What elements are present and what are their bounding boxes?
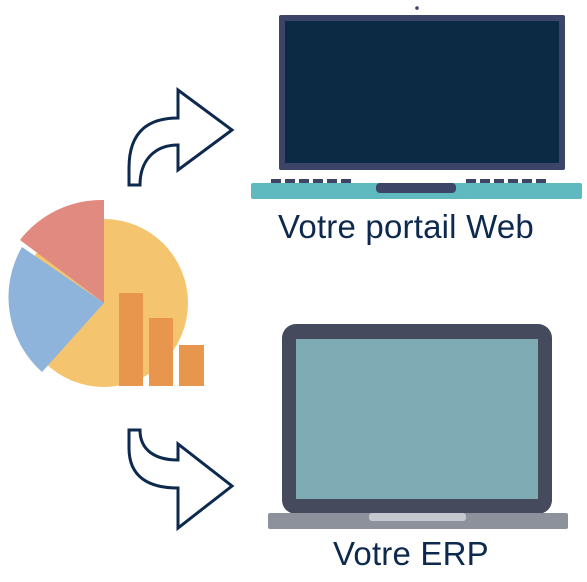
keyboard-keys [271,179,546,183]
webcam-dot [415,6,419,10]
screen-display [296,339,538,499]
trackpad-lip [369,513,466,521]
pie-slice-red [20,199,104,303]
bar-mid [149,318,173,386]
pie-slice-blue [8,247,104,372]
screen-display [285,21,559,163]
web-portal-label: Votre portail Web [278,208,534,245]
bar-tall [119,293,143,386]
laptop-notch [376,183,456,193]
erp-label: Votre ERP [333,535,489,572]
bar-short [179,345,204,386]
